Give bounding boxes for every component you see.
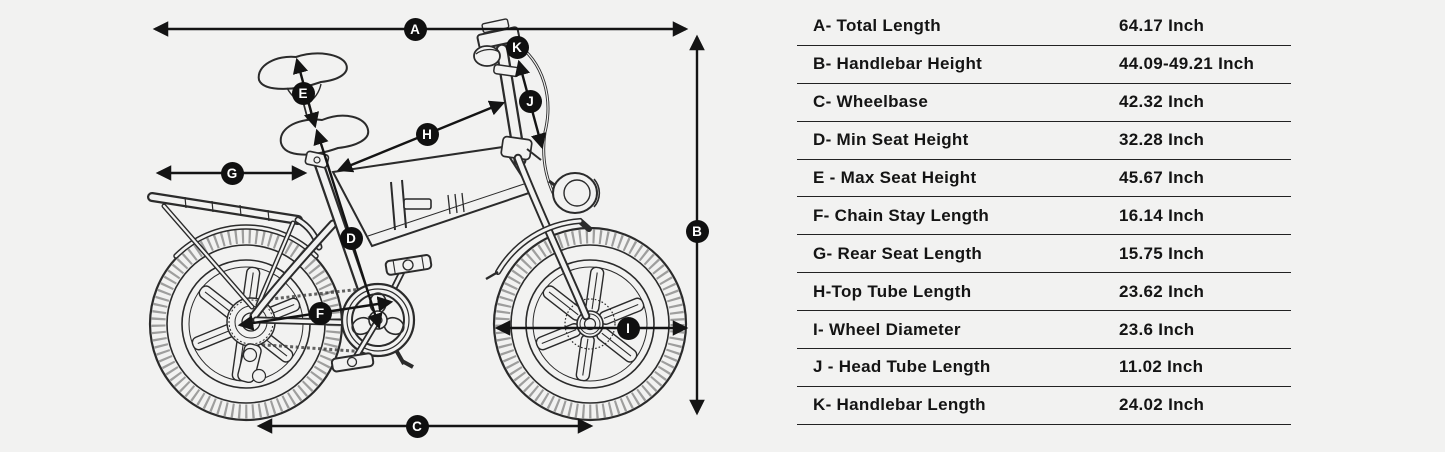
spec-row-handlebar-height: B- Handlebar Height 44.09-49.21 Inch bbox=[797, 46, 1291, 84]
spec-label: H-Top Tube Length bbox=[813, 281, 972, 301]
spec-label: G- Rear Seat Length bbox=[813, 243, 983, 263]
dimension-marker-d: D bbox=[339, 226, 363, 250]
spec-row-max-seat-height: E - Max Seat Height 45.67 Inch bbox=[797, 160, 1291, 198]
spec-label: F- Chain Stay Length bbox=[813, 205, 989, 225]
rear-fender bbox=[173, 224, 319, 259]
dimension-marker-k: K bbox=[505, 35, 529, 59]
dimension-marker-c: C bbox=[405, 414, 429, 438]
spec-value: 16.14 Inch bbox=[1119, 205, 1205, 225]
dimension-marker-b: B bbox=[685, 219, 709, 243]
spec-label: D- Min Seat Height bbox=[813, 130, 969, 150]
spec-label: J - Head Tube Length bbox=[813, 357, 991, 377]
spec-label: E - Max Seat Height bbox=[813, 168, 977, 187]
spec-value: 42.32 Inch bbox=[1119, 92, 1205, 112]
spec-value: 23.6 Inch bbox=[1119, 319, 1195, 339]
dimension-marker-a: A bbox=[403, 17, 427, 41]
spec-row-head-tube-length: J - Head Tube Length 11.02 Inch bbox=[797, 349, 1291, 387]
dimension-marker-f: F bbox=[308, 301, 332, 325]
dimension-marker-e: E bbox=[291, 81, 315, 105]
spec-value: 45.67 Inch bbox=[1119, 168, 1205, 187]
spec-row-min-seat-height: D- Min Seat Height 32.28 Inch bbox=[797, 122, 1291, 160]
spec-table: A- Total Length 64.17 Inch B- Handlebar … bbox=[797, 8, 1291, 425]
spec-label: C- Wheelbase bbox=[813, 92, 929, 112]
bike-line-art bbox=[0, 18, 705, 434]
spec-row-chain-stay-length: F- Chain Stay Length 16.14 Inch bbox=[797, 197, 1291, 236]
spec-value: 44.09-49.21 Inch bbox=[1119, 54, 1255, 74]
spec-row-rear-seat-length: G- Rear Seat Length 15.75 Inch bbox=[797, 235, 1291, 274]
saddle-min-position bbox=[279, 114, 370, 169]
spec-label: A- Total Length bbox=[813, 16, 941, 36]
bike-diagram: A B C D E F G H I J K bbox=[0, 17, 709, 438]
front-fender bbox=[485, 217, 592, 281]
spec-label: I- Wheel Diameter bbox=[813, 319, 961, 339]
spec-value: 64.17 Inch bbox=[1119, 16, 1205, 36]
dimension-marker-g: G bbox=[220, 161, 244, 185]
front-fork bbox=[513, 153, 591, 321]
spec-row-handlebar-length: K- Handlebar Length 24.02 Inch bbox=[797, 387, 1291, 425]
spec-value: 24.02 Inch bbox=[1119, 395, 1205, 415]
front-wheel bbox=[494, 228, 686, 420]
dimension-marker-j: J bbox=[518, 89, 542, 113]
spec-label: B- Handlebar Height bbox=[813, 54, 983, 74]
grip-end bbox=[473, 45, 501, 67]
spec-value: 23.62 Inch bbox=[1119, 281, 1205, 301]
spec-row-wheel-diameter: I- Wheel Diameter 23.6 Inch bbox=[797, 311, 1291, 350]
spec-row-wheelbase: C- Wheelbase 42.32 Inch bbox=[797, 84, 1291, 122]
spec-row-total-length: A- Total Length 64.17 Inch bbox=[797, 8, 1291, 46]
spec-label: K- Handlebar Length bbox=[813, 395, 986, 415]
dimension-marker-i: I bbox=[616, 316, 640, 340]
spec-row-top-tube-length: H-Top Tube Length 23.62 Inch bbox=[797, 273, 1291, 312]
spec-value: 15.75 Inch bbox=[1119, 243, 1205, 263]
spec-value: 11.02 Inch bbox=[1119, 357, 1204, 377]
spec-value: 32.28 Inch bbox=[1119, 130, 1205, 150]
dimension-marker-h: H bbox=[415, 122, 439, 146]
headlight bbox=[548, 172, 601, 214]
